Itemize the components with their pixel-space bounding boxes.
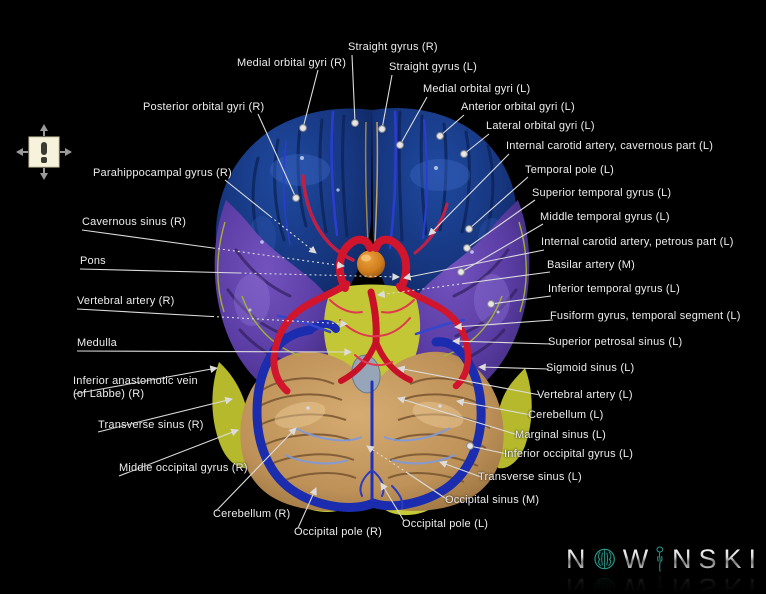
anatomy-label-inferior-temporal-gyrus-l[interactable]: Inferior temporal gyrus (L) xyxy=(548,283,680,295)
anatomy-label-internal-carotid-artery-cavernous-part-l[interactable]: Internal carotid artery, cavernous part … xyxy=(506,140,714,152)
marker-dot xyxy=(351,119,359,127)
anatomy-label-middle-temporal-gyrus-l[interactable]: Middle temporal gyrus (L) xyxy=(540,211,670,223)
anatomy-label-medial-orbital-gyri-r[interactable]: Medial orbital gyri (R) xyxy=(237,57,347,69)
marker-dot xyxy=(466,442,474,450)
logo-letter: S xyxy=(698,574,716,594)
anatomy-label-vertebral-artery-l[interactable]: Vertebral artery (L) xyxy=(537,389,633,401)
marker-dot xyxy=(487,300,495,308)
anatomy-label-posterior-orbital-gyri-r[interactable]: Posterior orbital gyri (R) xyxy=(143,101,265,113)
body-axis-dot-icon xyxy=(41,157,47,163)
anatomy-label-cerebellum-l[interactable]: Cerebellum (L) xyxy=(528,409,604,421)
logo-letter: N xyxy=(566,543,586,574)
logo-letter: K xyxy=(723,574,741,594)
logo-letter: N xyxy=(566,574,586,594)
anatomy-label-temporal-pole-l[interactable]: Temporal pole (L) xyxy=(525,164,614,176)
anatomy-label-transverse-sinus-r[interactable]: Transverse sinus (R) xyxy=(98,419,204,431)
anatomy-label-cavernous-sinus-r[interactable]: Cavernous sinus (R) xyxy=(82,216,187,228)
anatomy-label-marginal-sinus-l[interactable]: Marginal sinus (L) xyxy=(515,429,607,441)
anatomy-label-lateral-orbital-gyri-l[interactable]: Lateral orbital gyri (L) xyxy=(486,120,595,132)
anatomy-label-superior-temporal-gyrus-l[interactable]: Superior temporal gyrus (L) xyxy=(532,187,672,199)
anatomy-label-occipital-sinus-m[interactable]: Occipital sinus (M) xyxy=(445,494,540,506)
brain-o-icon xyxy=(593,577,615,594)
anatomy-label-fusiform-gyrus-temporal-segment-l[interactable]: Fusiform gyrus, temporal segment (L) xyxy=(550,310,741,322)
logo-letter: W xyxy=(622,543,649,574)
anatomy-label-vertebral-artery-r[interactable]: Vertebral artery (R) xyxy=(77,295,175,307)
anatomy-label-medulla[interactable]: Medulla xyxy=(77,337,117,349)
brain-o-icon xyxy=(593,548,615,570)
logo-letter: K xyxy=(723,543,742,574)
logo-letter: S xyxy=(698,543,717,574)
marker-dot xyxy=(465,225,473,233)
brainstem-i-icon xyxy=(656,545,664,572)
marker-dot xyxy=(292,194,300,202)
anatomy-label-parahippocampal-gyrus-r[interactable]: Parahippocampal gyrus (R) xyxy=(93,167,232,179)
anatomy-label-anterior-orbital-gyri-l[interactable]: Anterior orbital gyri (L) xyxy=(461,101,575,113)
anatomy-label-pons[interactable]: Pons xyxy=(80,255,106,267)
anatomy-label-inferior-occipital-gyrus-l[interactable]: Inferior occipital gyrus (L) xyxy=(504,448,634,460)
structure-outline-contours xyxy=(217,221,527,357)
logo-letter: I xyxy=(748,574,756,594)
anatomy-label-superior-petrosal-sinus-l[interactable]: Superior petrosal sinus (L) xyxy=(548,336,683,348)
specular-highlights xyxy=(248,156,500,410)
marker-dot xyxy=(436,132,444,140)
marker-dot xyxy=(460,150,468,158)
anatomy-label-basilar-artery-m[interactable]: Basilar artery (M) xyxy=(547,259,635,271)
marker-dot xyxy=(463,244,471,252)
logo-letter: W xyxy=(623,574,648,594)
anatomy-label-sigmoid-sinus-l[interactable]: Sigmoid sinus (L) xyxy=(546,362,635,374)
orientation-cube-button[interactable] xyxy=(28,136,60,168)
anatomy-label-occipital-pole-r[interactable]: Occipital pole (R) xyxy=(294,526,382,538)
pan-left-button[interactable] xyxy=(16,148,28,156)
body-axis-icon xyxy=(41,142,47,155)
brainstem-i-icon xyxy=(657,575,663,594)
logo-letter: I xyxy=(748,543,756,574)
marker-dot xyxy=(378,125,386,133)
anatomy-label-transverse-sinus-l[interactable]: Transverse sinus (L) xyxy=(478,471,582,483)
logo-letter: N xyxy=(672,574,692,594)
anatomy-label-middle-occipital-gyrus-r[interactable]: Middle occipital gyrus (R) xyxy=(119,462,248,474)
temporal-lobes[interactable] xyxy=(214,200,530,401)
anatomy-label-occipital-pole-l[interactable]: Occipital pole (L) xyxy=(402,518,489,530)
anatomy-label-cerebellum-r[interactable]: Cerebellum (R) xyxy=(213,508,291,520)
anatomy-label-medial-orbital-gyri-l[interactable]: Medial orbital gyri (L) xyxy=(423,83,531,95)
pan-down-button[interactable] xyxy=(40,168,48,180)
marker-dot xyxy=(396,141,404,149)
marker-dot xyxy=(299,124,307,132)
anatomy-label-straight-gyrus-l[interactable]: Straight gyrus (L) xyxy=(389,61,477,73)
pan-right-button[interactable] xyxy=(60,148,72,156)
anatomy-label-internal-carotid-artery-petrous-part-l[interactable]: Internal carotid artery, petrous part (L… xyxy=(541,236,734,248)
marker-dot xyxy=(457,268,465,276)
anatomy-label-straight-gyrus-r[interactable]: Straight gyrus (R) xyxy=(348,41,438,53)
pan-up-button[interactable] xyxy=(40,124,48,136)
logo-letter: N xyxy=(671,543,692,574)
orientation-control[interactable] xyxy=(13,121,75,183)
anatomy-label-inferior-anastomotic-vein-of-labbe-r[interactable]: Inferior anastomotic vein (of Labbe) (R) xyxy=(73,375,198,400)
